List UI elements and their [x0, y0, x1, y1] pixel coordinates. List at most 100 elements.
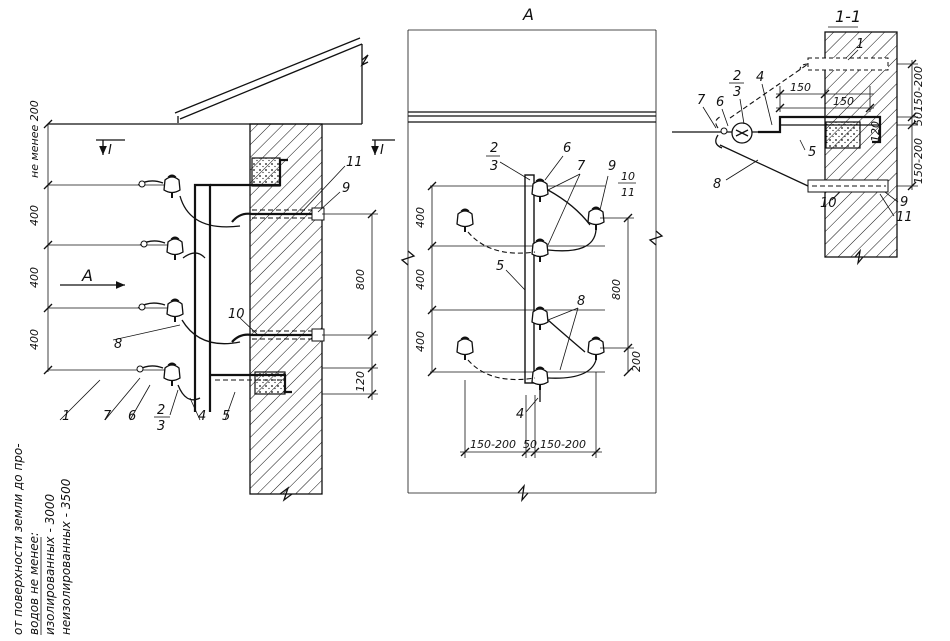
section-label-2: 2 [733, 69, 741, 84]
section-label-7: 7 [697, 93, 706, 108]
a-label-10: 10 [621, 170, 635, 183]
section-insulator-mark [735, 129, 749, 137]
a-label-5: 5 [496, 259, 504, 274]
traverse-top-arm [210, 158, 288, 187]
side-view: I I А не менее 200 400 400 400 800 120 [28, 37, 395, 502]
leader-9 [317, 191, 341, 213]
a-label-6: 6 [563, 141, 571, 156]
section-label-6: 6 [716, 95, 724, 110]
wall-hook-upper [231, 212, 322, 223]
section-mark-right: I [380, 143, 384, 158]
section-leader-8 [725, 159, 759, 181]
section-dim-150b: 150 [833, 95, 854, 108]
a-tie-upper [547, 189, 591, 226]
section-dim-ticks-top [775, 89, 875, 113]
view-a-right-break [648, 230, 664, 246]
leader-8 [112, 324, 181, 341]
section-traverse [758, 115, 882, 144]
note-line-1: от поверхности земли до про- [11, 443, 25, 635]
drop-wire-upper [179, 195, 241, 228]
section-label-11: 11 [896, 210, 913, 225]
tick-800-bottom [367, 330, 377, 340]
dim-ticks-left [43, 119, 53, 375]
leader-11 [299, 165, 346, 215]
clamp-1 [138, 180, 146, 188]
a-hook-left-lower [456, 336, 474, 361]
side-label-2: 2 [157, 403, 165, 418]
traverse-upright [193, 183, 212, 412]
a-dim-right-ticks [623, 213, 633, 377]
insulator-4 [163, 362, 181, 387]
insulator-1 [163, 174, 181, 199]
a-dim-200: 200 [630, 351, 643, 372]
traverse-bottom-arm [210, 373, 292, 394]
a-leader-7b [547, 173, 581, 246]
roof-break-mark [360, 54, 369, 67]
tick-800-top [367, 209, 377, 219]
traverse-bar [524, 174, 535, 384]
section-leader-4 [761, 83, 773, 126]
section-dim-150-200a: 150-200 [912, 66, 925, 112]
section-label-8: 8 [713, 177, 721, 192]
dim-left-400c: 400 [28, 329, 41, 350]
section-leader-7 [702, 106, 717, 129]
leader-1 [59, 379, 101, 421]
a-label-2: 2 [490, 141, 498, 156]
a-leader-5 [505, 269, 526, 291]
section-tie-dashed [715, 115, 723, 129]
section-lintel [825, 121, 861, 149]
a-dim-400c: 400 [414, 331, 427, 352]
a-drop-right-upper [547, 229, 597, 252]
a-dim-400b: 400 [414, 269, 427, 290]
section-dim-50: 50 [912, 112, 925, 126]
a-tie-lower [547, 319, 586, 353]
a-label-8: 8 [577, 294, 585, 309]
a-leader-8a [547, 307, 579, 321]
section-lower-wire [719, 144, 809, 187]
dim-left-400a: 400 [28, 205, 41, 226]
leader-5 [224, 391, 236, 421]
section-leader-6 [721, 108, 729, 127]
side-label-9: 9 [342, 181, 350, 196]
a-dim-150-right: 150-200 [540, 438, 586, 451]
section-1-1: 1-1 150 [672, 7, 925, 266]
section-leader-11 [879, 193, 895, 217]
section-leader-10 [831, 191, 841, 201]
a-dim-150-left: 150-200 [470, 438, 516, 451]
a-label-3: 3 [490, 159, 498, 174]
section-label-3: 3 [733, 85, 741, 100]
view-arrow-a-label: А [81, 266, 93, 285]
a-dashed-drop-upper [467, 231, 536, 254]
wall-hook-lower [231, 333, 322, 343]
a-dim-400a: 400 [414, 207, 427, 228]
side-label-10: 10 [228, 307, 245, 322]
a-label-9: 9 [608, 159, 616, 174]
a-dim-left-ticks [427, 181, 437, 377]
a-leader-7a [547, 173, 581, 191]
a-drop-right-lower [547, 359, 597, 379]
clamp-2 [140, 240, 148, 248]
a-label-4: 4 [516, 407, 524, 422]
clearance-note: от поверхности земли до про- водов не ме… [11, 443, 73, 635]
side-label-8: 8 [114, 337, 122, 352]
insulator-3 [166, 298, 184, 323]
a-hook-right-upper [587, 206, 605, 231]
section-wall-break [854, 248, 864, 266]
section-leader-9 [884, 191, 899, 203]
a-label-11: 11 [621, 186, 635, 199]
a-dim-800: 800 [610, 279, 623, 300]
leader-2 [169, 389, 179, 416]
side-label-7: 7 [103, 409, 112, 424]
leader-6 [129, 384, 151, 421]
a-leader-8b [559, 307, 579, 371]
section-upper-hook-end [799, 63, 809, 71]
a-leader-9 [599, 175, 609, 211]
a-hook-right-lower [587, 336, 605, 361]
dim-right-800: 800 [354, 269, 367, 290]
wall-break-mark [279, 486, 293, 502]
section-mark-left: I [108, 143, 112, 158]
section-label-9: 9 [900, 195, 908, 210]
drop-wire-bottom [177, 384, 201, 401]
section-tie [715, 134, 723, 149]
